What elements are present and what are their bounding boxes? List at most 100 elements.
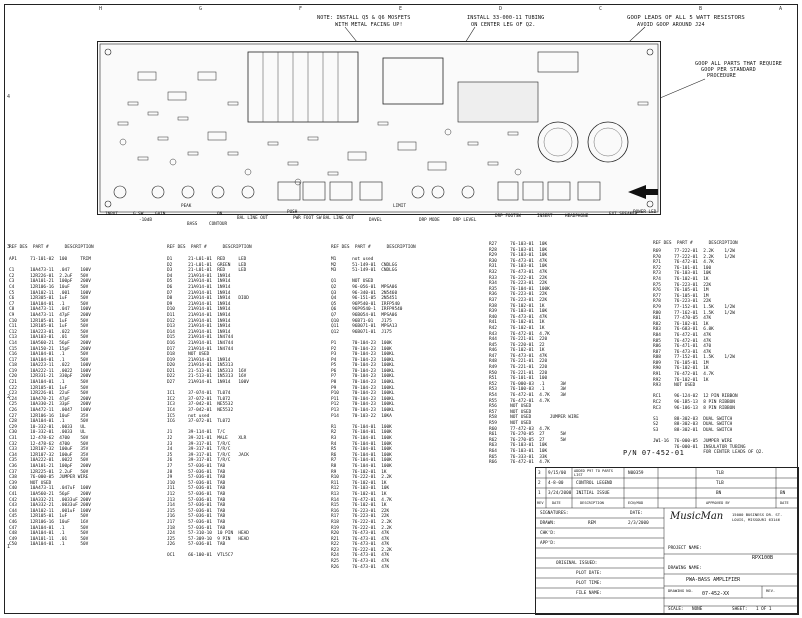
bom-row: R47 76-473-01 47K [489, 353, 548, 359]
bom-row: R41 76-102-01 1K [489, 320, 545, 326]
bom-row: J2 39-321-01 MALE XLR [167, 436, 247, 441]
bom-row: C5 10A102-11 .001 100V [9, 290, 91, 296]
bom-row: R87 76-473-01 47K [653, 349, 712, 355]
note-mosfet-2: WITH METAL FACING UP! [335, 22, 403, 28]
bom-row: R14 76-472-01 4.7K [331, 497, 392, 503]
bom-row: R72 76-101-01 100 [653, 265, 712, 271]
bom-row: R93 NOT USED [653, 383, 696, 389]
label-insert: INSERT [537, 214, 553, 219]
bom-row: J3 39-317-01 T/R/C [167, 441, 231, 447]
zone-letter: A [779, 6, 783, 12]
bom-row: Q1 NOT USED [331, 279, 374, 285]
bom-row: D10 21A914-01 1N914 [167, 307, 231, 313]
bom-row: R48 76-221-01 220 [489, 359, 548, 365]
label-bal-line-out-2: BAL LINE OUT [323, 216, 355, 221]
bom-row: C50 10A104-01 .1 50V [9, 542, 89, 548]
bom-row: C40 10A473-11 .047uF 100V [9, 486, 91, 492]
zone-letter: D [499, 6, 503, 12]
bom-row: C43 10A332-21 .0033uF 200V [9, 503, 91, 509]
rev-2-desc: CONTROL LEGEND [576, 481, 613, 486]
bom-row: P3 70-104-23 100KL [331, 352, 395, 358]
bom-row: R18 76-222-01 2.2K [331, 519, 392, 525]
bom-row: M1 not used [331, 257, 374, 262]
zone-number: 1 [7, 544, 11, 550]
bom-row: R57 NOT USED [489, 409, 532, 415]
bom-row: P12 70-104-23 100KL [331, 402, 395, 408]
bom-part-header: PART # [190, 245, 207, 250]
label-contour: CONTOUR [209, 222, 228, 227]
chkd-label: CHK'D: [540, 531, 556, 536]
label-power-led: POWER LED [633, 210, 657, 215]
bom-row: J26 57-036-01 TAB [167, 542, 226, 548]
bom-row: M3 51-149-01 CNDLGG [331, 268, 398, 274]
bom-row: P5 70-104-23 100KL [331, 363, 395, 369]
bom-row: R45 76-220-01 22 [489, 342, 545, 348]
bom-row: C23 12R226-01 22uF 50V [9, 391, 89, 397]
bom-row: R11 76-102-01 1K [331, 480, 387, 486]
bom-row: C44 10A102-11 .001uF 100V [9, 508, 91, 514]
bom-row: D3 21-L01-01 RED LED [167, 268, 247, 274]
bom-row: C39 NOT USED [9, 480, 52, 486]
bom-row: R28 76-103-01 10K [489, 247, 548, 253]
bom-row: C36 10A101-21 100pF 200V [9, 463, 91, 469]
bom-row: R64 76-103-01 10K [489, 448, 548, 454]
bom-row: R92 76-102-01 1K [653, 377, 709, 383]
bom-row: C17 10A104-01 .1 50V [9, 357, 89, 363]
bom-row: R65 76-333-01 33K [489, 454, 548, 460]
bom-ref-header: REF DES [331, 245, 350, 250]
rev-header-desc: DESCRIPTION [580, 501, 604, 505]
bom-row: R16 76-223-01 22K [331, 508, 390, 514]
label-limit: LIMIT [393, 204, 406, 209]
scale-value: NONE [692, 607, 703, 612]
bom-row: RC2 96-1B5-13 8 PIN RIBBON [653, 400, 735, 406]
bom-row: D8 21A914-01 1N914 DIOD [167, 296, 249, 302]
bom-row: C49 10A101-11 .01 50V [9, 536, 89, 542]
bom-row: J9 57-036-01 TAB [167, 475, 226, 481]
bom-header-2: REF DES PART # DESCRIPTION [167, 245, 252, 251]
bom-row: C12 10A223-01 .022 50V [9, 329, 89, 335]
bom-row: J16 57-036-01 TAB [167, 514, 226, 520]
bom-row: R31 76-103-01 10K [489, 264, 548, 270]
bom-row: R86 76-471-01 470 [653, 344, 712, 350]
bom-row: C4 12R106-16 10uF 50V [9, 284, 89, 290]
bom-row: C21 10A104-01 .1 50V [9, 380, 89, 386]
bom-row: C32 12-478-62 4700 50V [9, 441, 89, 447]
note-mosfet: NOTE: INSTALL Q5 & Q6 MOSFETS [317, 15, 411, 21]
bom-row: D27 21A914-01 1N914 100V [167, 380, 249, 386]
bom-row: P9 70-104-23 100KL [331, 385, 395, 391]
bom-row: R58 NOT USED JUMPER WIRE [489, 415, 579, 421]
rev-label: REV. [766, 588, 776, 593]
bom-row: D16 21A914-01 1N4744 [167, 340, 234, 346]
bom-row: P4 70-104-23 100KL [331, 357, 395, 363]
label-peak: PEAK [181, 204, 192, 209]
label-push: PUSH [287, 210, 298, 215]
bom-row: C11 12R105-01 1uF 50V [9, 324, 89, 330]
bom-row: OC1 66-100-01 VTL5C7 [167, 553, 234, 559]
bom-row: S1 88-302-03 DUAL SWITCH [653, 416, 733, 422]
bom-row: R29 76-103-01 10K [489, 253, 548, 259]
bom-row: D17 21A914-01 1N4744 [167, 346, 234, 352]
drawn-label: DRAWN: [540, 521, 556, 526]
bom-row: R50 76-221-01 220 [489, 370, 548, 376]
bom-row: C16 10A104-01 .1 50V [9, 352, 89, 358]
bom-part-header: PART # [354, 245, 371, 250]
bom-row: J15 57-036-01 TAB [167, 508, 226, 514]
bom-desc-header: DESCRIPTION [222, 245, 252, 250]
bom-row: D6 21A914-01 1N914 [167, 284, 231, 290]
bom-row: Q5 96P540-01 IRFP540 [331, 301, 400, 307]
bom-row: R6 76-104-01 100K [331, 452, 392, 458]
bom-row: R88 77-152-01 1.5K 1/2W [653, 355, 735, 361]
signatures-label: SIGNATURES: [540, 511, 569, 516]
bom-row: Q7 96B054-01 MPSA06 [331, 312, 398, 318]
drawing-no: 07-452-XX [702, 591, 730, 597]
note-goop-std-3: PROCEDURE [707, 73, 737, 79]
bom-row: D21 21-513-01 1N5313 16V [167, 368, 247, 374]
rev-header-rev: REV [537, 501, 544, 505]
note-goop-std: GOOP ALL PARTS THAT REQUIRE [695, 61, 783, 67]
bom-row: R49 76-221-01 220 [489, 365, 548, 371]
bom-row: R44 76-221-01 220 [489, 337, 548, 343]
bom-row: C42 10A332-21 .0033uF 200V [9, 497, 91, 503]
label-davel: DAVEL [369, 218, 382, 223]
bom-row: C24 10A470-21 47pF 200V [9, 396, 91, 402]
bom-row: D15 21A914-01 1N4744 [167, 335, 234, 341]
